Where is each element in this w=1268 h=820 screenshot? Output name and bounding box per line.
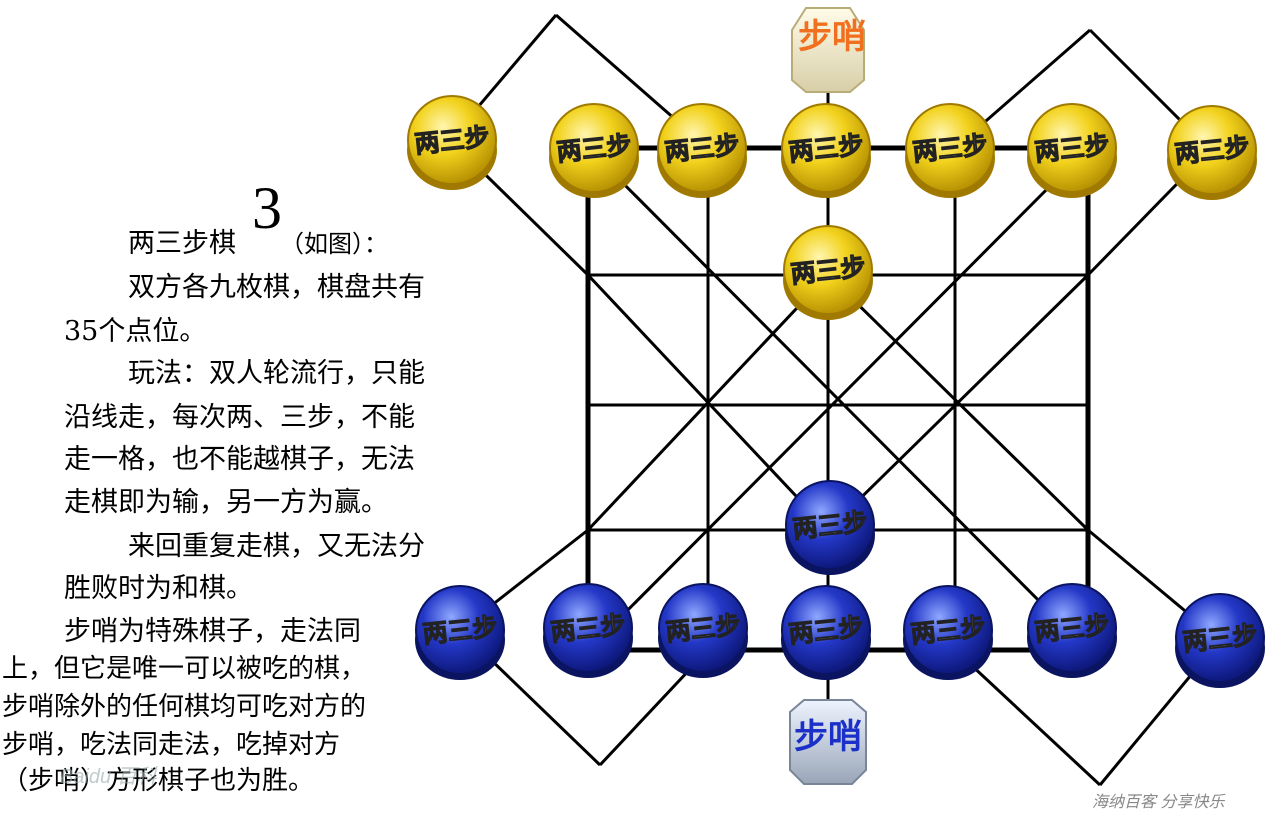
blue-piece: 两三步 [781,585,871,680]
rules-line: 步哨为特殊棋子，走法同 [64,616,361,647]
sentry-top: 步哨 [791,7,866,93]
rules-line: 胜败时为和棋。 [64,573,253,604]
watermark-right: 海纳百客 分享快乐 [1092,794,1225,811]
yellow-piece: 两三步 [781,103,871,198]
rules-number: 3 [252,175,282,241]
blue-piece: 两三步 [785,480,875,575]
rules-line: 走棋即为输，另一方为赢。 [64,487,388,518]
rules-line: 步哨除外的任何棋均可吃对方的 [2,692,367,722]
rules-line: 走一格，也不能越棋子，无法 [64,444,415,475]
yellow-piece: 两三步 [657,103,747,198]
blue-piece: 两三步 [1027,583,1117,678]
rules-title: 两三步棋 [128,228,236,259]
rules-line: 35个点位。 [64,316,207,347]
yellow-piece: 两三步 [783,225,873,320]
blue-pieces: 两三步两三步两三步两三步两三步两三步两三步两三步 [415,480,1265,688]
yellow-piece: 两三步 [905,103,995,198]
blue-piece-label: 两三步 [1181,620,1259,657]
yellow-piece: 两三步 [407,95,497,190]
rules-line: 双方各九枚棋，棋盘共有 [128,272,425,303]
sentry-bottom-label: 步哨 [794,717,862,757]
blue-piece: 两三步 [543,583,633,678]
sentry-top-label: 步哨 [798,17,866,57]
blue-piece: 两三步 [903,585,993,680]
blue-piece: 两三步 [658,583,748,678]
yellow-piece: 两三步 [1027,103,1117,198]
blue-piece: 两三步 [1175,593,1265,688]
blue-piece: 两三步 [415,585,505,680]
yellow-pieces: 两三步两三步两三步两三步两三步两三步两三步两三步 [407,95,1257,320]
rules-title-suffix: （如图）： [280,230,388,258]
watermark-left: Baidu 百科 [60,766,157,788]
rules-line: 沿线走，每次两、三步，不能 [64,402,415,433]
rules-line: 步哨，吃法同走法，吃掉对方 [2,730,341,760]
rules-line: 上，但它是唯一可以被吃的棋， [2,654,367,684]
yellow-piece: 两三步 [1167,105,1257,200]
rules-line: （步哨）方形棋子也为胜。 [2,766,315,796]
rules-line: 来回重复走棋，又无法分 [128,531,425,562]
sentry-bottom: 步哨 [789,699,867,785]
yellow-piece: 两三步 [549,103,639,198]
rules-line: 玩法：双人轮流行，只能 [128,358,425,389]
